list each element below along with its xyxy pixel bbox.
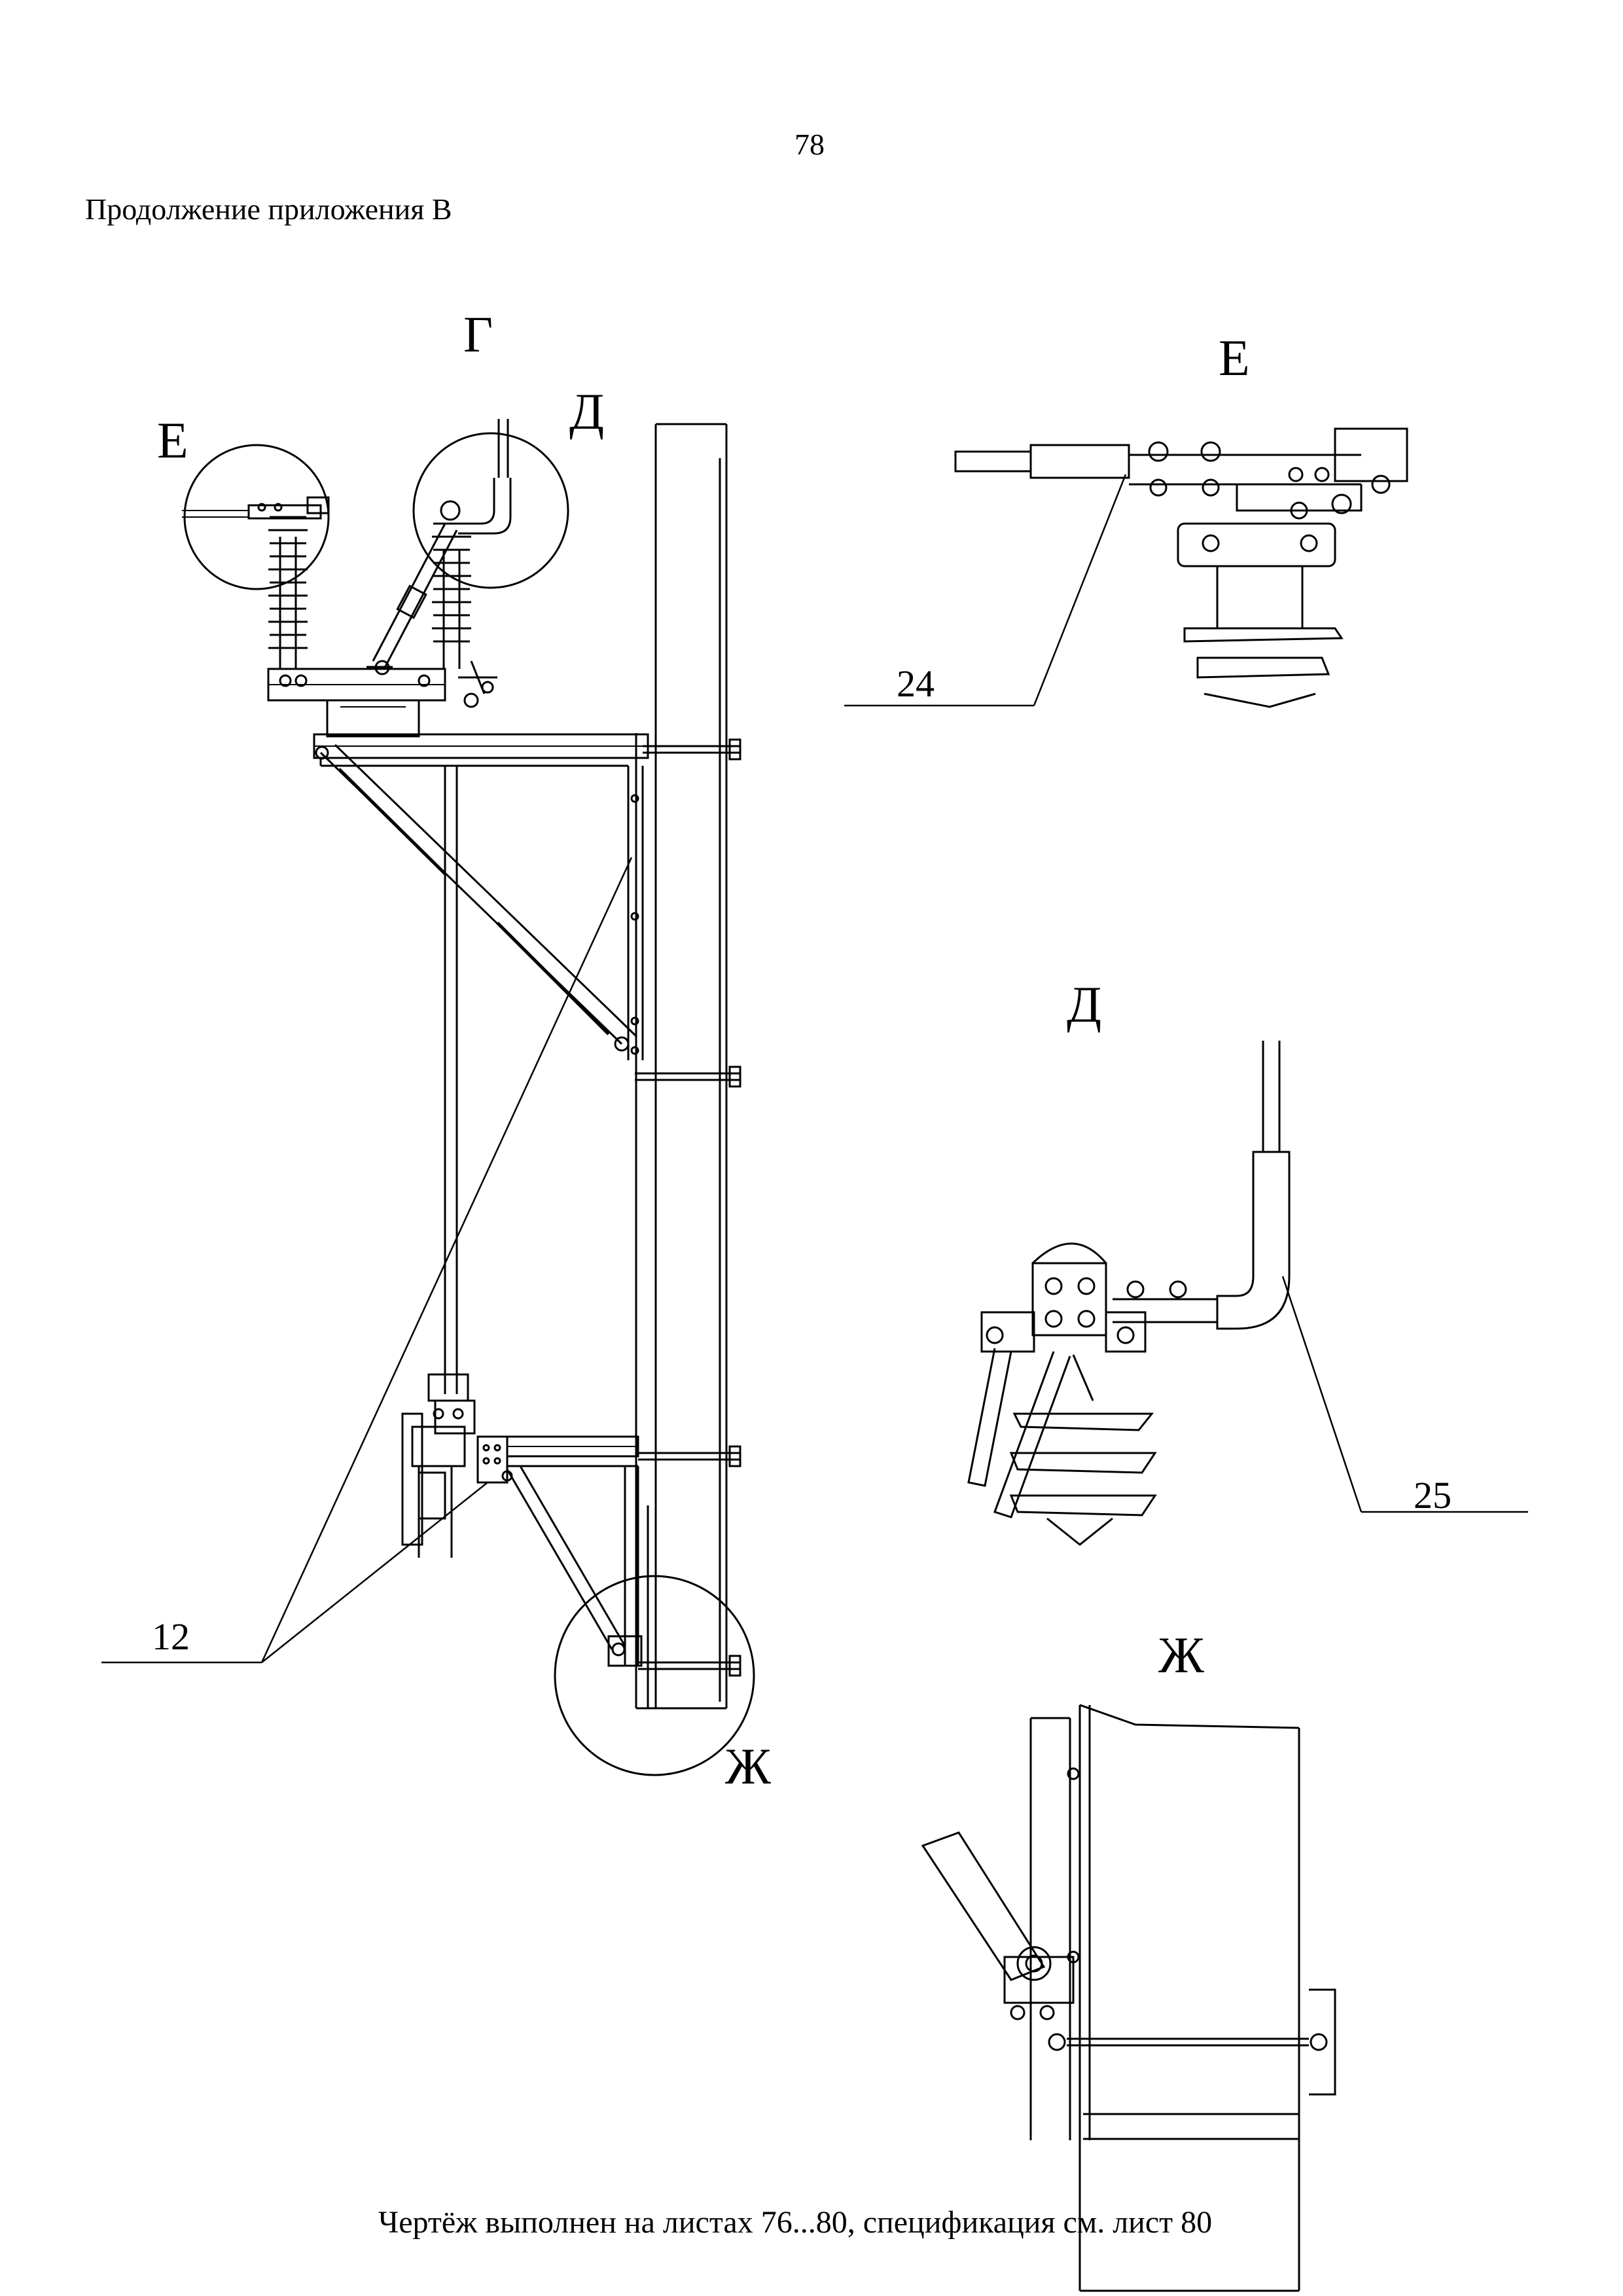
- leader-12: [101, 857, 632, 1662]
- detail-title-d: Д: [1067, 976, 1102, 1033]
- lower-drive: [402, 1374, 507, 1558]
- disconnector: [268, 524, 497, 736]
- callout-number-24: 24: [897, 662, 935, 705]
- pole: [636, 424, 726, 1708]
- callout-number-25: 25: [1414, 1474, 1452, 1516]
- view-marker-e: Е: [157, 412, 188, 469]
- detail-d: [969, 1041, 1528, 1545]
- detail-title-e: Е: [1219, 329, 1250, 386]
- drive-rod: [445, 766, 457, 1394]
- detail-title-zh: Ж: [1158, 1626, 1204, 1683]
- view-label-g: Г: [463, 306, 493, 363]
- page-number: 78: [794, 128, 825, 161]
- lower-bracket: [503, 1437, 740, 1676]
- detail-circle-e: [182, 445, 329, 589]
- leader-25: [1283, 1276, 1528, 1512]
- main-assembly: [101, 419, 754, 1775]
- detail-e: [844, 429, 1407, 707]
- footer-note: Чертёж выполнен на листах 76...80, специ…: [378, 2205, 1213, 2240]
- detail-circle-d: [414, 419, 568, 588]
- detail-circle-zh: [555, 1576, 754, 1775]
- appendix-continuation-heading: Продолжение приложения В: [85, 192, 452, 226]
- leader-24: [844, 475, 1126, 706]
- callout-number-12: 12: [152, 1615, 190, 1658]
- view-marker-d: Д: [569, 383, 605, 440]
- detail-zh: [923, 1705, 1335, 2291]
- view-marker-zh: Ж: [725, 1738, 771, 1795]
- upper-bracket: [314, 734, 740, 1086]
